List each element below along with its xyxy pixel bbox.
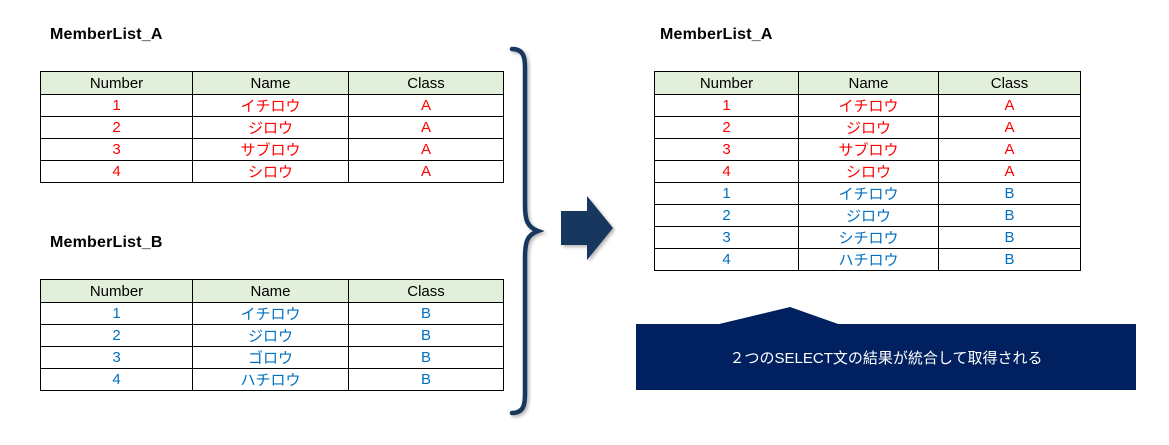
column-header: Name: [192, 71, 349, 95]
table-cell: 4: [654, 160, 799, 183]
column-header: Number: [40, 71, 193, 95]
table-cell: 4: [40, 368, 193, 391]
header-row: Number Name Class: [40, 279, 504, 303]
table-cell: A: [348, 94, 504, 117]
table-cell: ジロウ: [798, 116, 939, 139]
right-curly-brace-icon: [509, 46, 544, 416]
table-cell: B: [938, 226, 1081, 249]
table-cell: ジロウ: [798, 204, 939, 227]
table-cell: サブロウ: [798, 138, 939, 161]
arrow-right-icon: [561, 196, 613, 260]
table-cell: A: [348, 138, 504, 161]
table-cell: 1: [654, 94, 799, 117]
table-cell: B: [348, 302, 504, 325]
table-cell: シチロウ: [798, 226, 939, 249]
table-cell: A: [938, 94, 1081, 117]
callout-text: ２つのSELECT文の結果が統合して取得される: [729, 349, 1043, 367]
table-cell: ハチロウ: [798, 248, 939, 271]
table-cell: サブロウ: [192, 138, 349, 161]
table-cell: イチロウ: [192, 302, 349, 325]
table-cell: A: [348, 160, 504, 183]
table-cell: イチロウ: [798, 182, 939, 205]
table-cell: 2: [654, 116, 799, 139]
callout: ２つのSELECT文の結果が統合して取得される: [636, 324, 1136, 390]
table-cell: 1: [40, 94, 193, 117]
table-cell: B: [938, 204, 1081, 227]
result-table-title: MemberList_A: [660, 26, 773, 43]
column-header: Class: [938, 71, 1081, 95]
table-cell: 4: [654, 248, 799, 271]
table-cell: ハチロウ: [192, 368, 349, 391]
table-cell: 2: [40, 116, 193, 139]
table-cell: ジロウ: [192, 116, 349, 139]
table-cell: 3: [40, 138, 193, 161]
table-cell: シロウ: [798, 160, 939, 183]
table-cell: B: [348, 368, 504, 391]
column-header: Number: [40, 279, 193, 303]
table-cell: A: [938, 138, 1081, 161]
member-list-b-title: MemberList_B: [50, 234, 163, 251]
table-cell: イチロウ: [798, 94, 939, 117]
table-cell: 1: [40, 302, 193, 325]
table-cell: ジロウ: [192, 324, 349, 347]
table-cell: A: [938, 160, 1081, 183]
table-cell: 2: [654, 204, 799, 227]
table-cell: B: [938, 248, 1081, 271]
table-cell: A: [348, 116, 504, 139]
column-header: Number: [654, 71, 799, 95]
table-cell: 2: [40, 324, 193, 347]
table-cell: A: [938, 116, 1081, 139]
table-cell: 3: [654, 226, 799, 249]
header-row: Number Name Class: [40, 71, 504, 95]
column-header: Name: [798, 71, 939, 95]
table-cell: B: [348, 346, 504, 369]
table-cell: B: [938, 182, 1081, 205]
member-list-a-title: MemberList_A: [50, 26, 163, 43]
column-header: Class: [348, 71, 504, 95]
table-cell: シロウ: [192, 160, 349, 183]
table-cell: 3: [654, 138, 799, 161]
table-cell: 3: [40, 346, 193, 369]
column-header: Name: [192, 279, 349, 303]
column-header: Class: [348, 279, 504, 303]
table-cell: 4: [40, 160, 193, 183]
callout-pointer-icon: [715, 307, 841, 325]
table-cell: イチロウ: [192, 94, 349, 117]
table-cell: 1: [654, 182, 799, 205]
table-cell: ゴロウ: [192, 346, 349, 369]
table-cell: B: [348, 324, 504, 347]
header-row: Number Name Class: [654, 71, 1081, 95]
